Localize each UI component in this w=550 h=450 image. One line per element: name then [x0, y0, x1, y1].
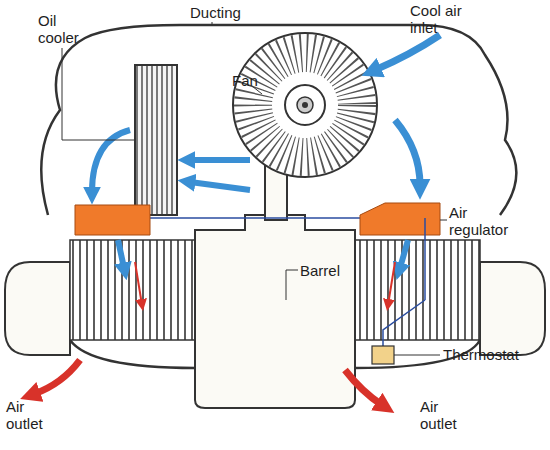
- fan-hub: [297, 97, 313, 113]
- leader-line: [62, 48, 135, 140]
- air-flow-arrow: [118, 240, 124, 268]
- thermostat: [372, 346, 394, 364]
- leader-line: [212, 22, 213, 26]
- air-flow-arrow: [190, 182, 250, 190]
- thermostat-rod: [383, 300, 425, 346]
- finned-cylinder: [70, 240, 195, 340]
- leader-line: [286, 270, 298, 300]
- part-label: Barrel: [300, 262, 370, 279]
- air-outlet-arrow: [345, 370, 382, 405]
- air-outlet-arrow: [34, 360, 80, 394]
- finned-cylinder: [355, 240, 480, 340]
- fan-hub: [285, 85, 325, 125]
- hot-air-arrow: [388, 262, 395, 305]
- fan-housing: [233, 33, 377, 177]
- fan-blades: [253, 53, 357, 157]
- leader-line: [440, 220, 447, 221]
- regulator-linkage: [150, 217, 360, 219]
- air-flow-arrow: [190, 157, 250, 163]
- oil-cooler: [135, 65, 177, 215]
- part-label: Air outlet: [420, 398, 470, 432]
- leader-line: [394, 355, 440, 356]
- part-label: Fan: [232, 72, 272, 89]
- air-flow-arrow: [395, 120, 420, 185]
- part-label: Air outlet: [6, 398, 56, 432]
- cylinder-head: [480, 262, 545, 355]
- part-label: Oil cooler: [38, 12, 93, 46]
- air-flow-arrow: [400, 240, 408, 268]
- fan-shaft: [302, 102, 308, 108]
- air-regulator: [75, 205, 150, 235]
- cylinder-head: [5, 262, 70, 355]
- ducting-tray: [70, 340, 195, 368]
- part-label: Cool air inlet: [410, 2, 482, 36]
- crankcase: [195, 215, 355, 408]
- hot-air-arrow: [135, 262, 142, 305]
- air-regulator: [360, 203, 440, 235]
- part-label: Thermostat: [443, 346, 543, 363]
- part-label: Air regulator: [449, 204, 529, 238]
- air-flow-arrow: [375, 35, 440, 70]
- air-flow-arrow: [92, 130, 130, 192]
- thermostat-rod: [424, 218, 426, 300]
- part-label: Ducting: [190, 4, 270, 21]
